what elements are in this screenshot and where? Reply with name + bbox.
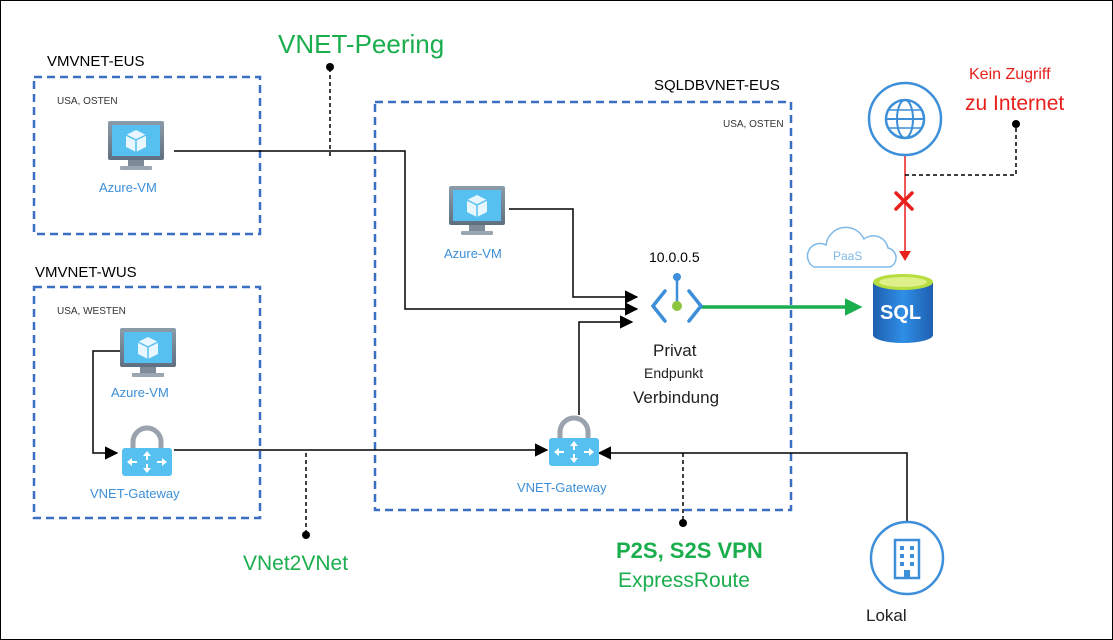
- endpoint-label-line3: Verbindung: [633, 388, 720, 407]
- gateway-label: VNET-Gateway: [90, 486, 180, 501]
- vnet-peering-label: VNET-Peering: [278, 29, 445, 59]
- callout-vnet2vnet: [302, 453, 310, 539]
- vmvnet-wus-box: [32, 285, 262, 520]
- sqldbvnet-eus-box: [373, 100, 793, 512]
- internet-globe-icon[interactable]: [867, 81, 943, 157]
- vmvnet-wus-region: USA, WESTEN: [57, 306, 126, 317]
- vnet-gateway-icon[interactable]: [549, 415, 599, 466]
- vm-icon[interactable]: [108, 121, 164, 170]
- sql-label: SQL: [880, 302, 922, 324]
- vm-label: Azure-VM: [99, 180, 157, 195]
- endpoint-ip: 10.0.0.5: [649, 249, 700, 265]
- no-internet-label-line1: Kein Zugriff: [969, 66, 1051, 83]
- vm-label: Azure-VM: [444, 246, 502, 261]
- gateway-to-endpoint-line: [578, 315, 634, 415]
- vnet2vnet-label: VNet2VNet: [243, 552, 349, 575]
- vmvnet-eus-title: VMVNET-EUS: [47, 53, 145, 70]
- onprem-building-icon[interactable]: [869, 520, 945, 596]
- vm-label: Azure-VM: [111, 385, 169, 400]
- endpoint-label-line1: Privat: [653, 341, 697, 360]
- vm-icon[interactable]: [449, 186, 505, 235]
- paas-label: PaaS: [833, 249, 863, 263]
- private-endpoint-icon[interactable]: [650, 273, 704, 323]
- blocked-internet-arrowhead: [899, 251, 911, 261]
- callout-p2s-s2s: [679, 453, 687, 527]
- expressroute-label: ExpressRoute: [618, 569, 750, 592]
- endpoint-label-line2: Endpunkt: [644, 365, 704, 381]
- callout-vnet-peering: [326, 63, 334, 156]
- paas-cloud-icon: [806, 226, 897, 268]
- vmvnet-wus-title: VMVNET-WUS: [35, 264, 137, 281]
- gateway-label: VNET-Gateway: [517, 480, 607, 495]
- vm-icon[interactable]: [120, 328, 176, 377]
- callout-no-internet: [905, 120, 1020, 176]
- sqldbvnet-eus-region: USA, OSTEN: [723, 119, 784, 130]
- peering-connection-line: [174, 150, 639, 316]
- vmvnet-eus-region: USA, OSTEN: [57, 96, 118, 107]
- wus-vm-to-gateway-line: [92, 350, 120, 460]
- sqldbvnet-eus-title: SQLDBVNET-EUS: [654, 77, 780, 94]
- blocked-x-icon: [894, 191, 914, 211]
- sql-database-icon[interactable]: [873, 274, 933, 343]
- vnet-gateway-icon[interactable]: [122, 425, 172, 476]
- sql-vm-connection-line: [509, 208, 639, 304]
- vmvnet-eus-box: [32, 75, 262, 236]
- onprem-connection-line: [597, 446, 908, 523]
- no-internet-label-line2: zu Internet: [965, 92, 1065, 115]
- onprem-label: Lokal: [866, 606, 907, 625]
- p2s-s2s-vpn-label: P2S, S2S VPN: [616, 538, 763, 563]
